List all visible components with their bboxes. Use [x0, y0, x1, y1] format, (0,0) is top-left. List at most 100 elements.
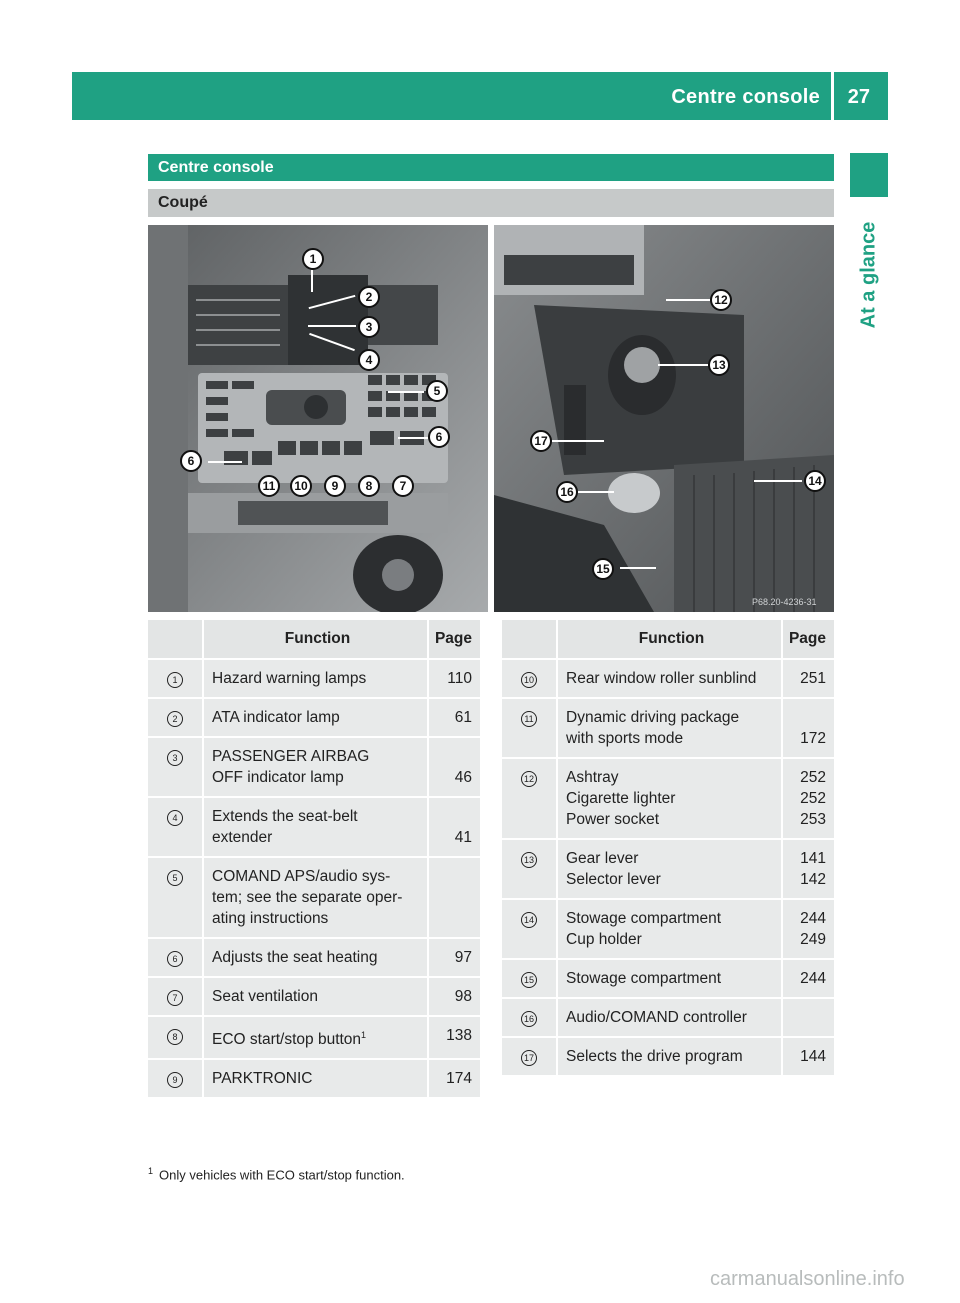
leader-line — [552, 440, 604, 442]
item-number: 5 — [148, 856, 204, 937]
table-header-row: Function Page — [502, 620, 834, 658]
item-number-badge: 16 — [521, 1011, 537, 1027]
dashboard-photo: 1 2 3 4 5 6 6 7 8 9 10 11 — [148, 225, 488, 612]
callout-marker: 3 — [358, 316, 380, 338]
item-number-badge: 8 — [167, 1029, 183, 1045]
item-function: Selects the drive program — [558, 1036, 782, 1075]
page-ref — [430, 806, 472, 827]
page-ref: 174 — [446, 1070, 472, 1088]
item-function: PASSENGER AIRBAG OFF indicator lamp — [204, 736, 428, 796]
item-number-badge: 9 — [167, 1072, 183, 1089]
header-divider — [831, 72, 834, 120]
callout-marker: 2 — [358, 286, 380, 308]
item-number: 4 — [148, 796, 204, 856]
item-number: 9 — [148, 1058, 204, 1098]
function-text-content: PARKTRONIC — [212, 1070, 313, 1088]
page-ref — [784, 707, 826, 728]
function-text: extender — [212, 827, 423, 848]
page-ref: 253 — [800, 811, 826, 828]
callout-marker: 5 — [426, 380, 448, 402]
function-text: Cup holder — [566, 929, 777, 950]
page-ref: 41 — [454, 829, 472, 846]
side-tab-label: At a glance — [857, 221, 880, 329]
callout-marker: 16 — [556, 481, 578, 503]
item-number: 1 — [148, 658, 204, 697]
item-function: Seat ventilation — [204, 976, 428, 1015]
watermark: carmanualsonline.info — [710, 1268, 905, 1290]
leader-line — [308, 325, 356, 327]
function-text: COMAND APS/audio sys- — [212, 866, 423, 887]
item-function: Hazard warning lamps — [204, 658, 428, 697]
item-page — [781, 997, 834, 1036]
item-page: 144 — [781, 1036, 834, 1075]
item-number: 13 — [502, 838, 558, 898]
item-function: Adjusts the seat heating — [204, 937, 428, 976]
item-page: 251 — [781, 658, 834, 697]
function-text-content: ating instructions — [212, 910, 329, 927]
callout-marker: 15 — [592, 558, 614, 580]
leader-line — [620, 567, 656, 569]
callout-marker: 4 — [358, 349, 380, 371]
dashboard-photo-illustration — [148, 225, 488, 612]
item-page: 41 — [427, 796, 480, 856]
function-text-content: Power socket — [566, 811, 660, 828]
page-header: Centre console 27 — [72, 72, 888, 120]
page-ref: 97 — [454, 949, 472, 966]
function-text: Adjusts the seat heating — [212, 947, 423, 968]
item-number: 3 — [148, 736, 204, 796]
header-page: Page — [781, 620, 834, 658]
section-title: Centre console — [148, 154, 834, 181]
item-page: 46 — [427, 736, 480, 796]
page-ref: 244 — [800, 970, 826, 987]
function-text: PASSENGER AIRBAG — [212, 746, 423, 767]
function-text: Gear lever — [566, 848, 777, 869]
page-ref: 138 — [446, 1027, 472, 1044]
function-text-content: Audio/COMAND controller — [566, 1009, 747, 1026]
function-text-content: PASSENGER AIRBAG — [212, 748, 370, 765]
page-ref: 144 — [800, 1048, 826, 1065]
item-page: 174 — [427, 1058, 480, 1098]
table-header-row: Function Page — [148, 620, 480, 658]
item-number: 12 — [502, 757, 558, 838]
item-number: 7 — [148, 976, 204, 1015]
callout-marker: 9 — [324, 475, 346, 497]
page-ref: 98 — [454, 988, 472, 1005]
function-text: ATA indicator lamp — [212, 707, 423, 728]
item-number-badge: 12 — [521, 771, 537, 787]
item-page: 138 — [427, 1015, 480, 1059]
callout-marker: 12 — [710, 289, 732, 311]
gear-console-photo: P68.20-4236-31 12 13 14 15 16 17 — [494, 225, 834, 612]
item-number-badge: 6 — [167, 951, 183, 967]
item-number-badge: 7 — [167, 990, 183, 1006]
item-page: 244 — [781, 958, 834, 997]
leader-line — [398, 437, 428, 439]
function-text: Power socket — [566, 809, 777, 830]
function-text-content: OFF indicator lamp — [212, 769, 344, 786]
callout-marker: 6 — [428, 426, 450, 448]
table-row: 6 Adjusts the seat heating 97 — [148, 937, 480, 976]
function-text: Extends the seat-belt — [212, 806, 423, 827]
function-text-content: Stowage compartment — [566, 970, 722, 987]
function-text: Audio/COMAND controller — [566, 1007, 777, 1028]
function-text-content: with sports mode — [566, 730, 684, 747]
function-text: Rear window roller sunblind — [566, 668, 777, 689]
item-function: ECO start/stop button1 — [204, 1015, 428, 1059]
item-number: 14 — [502, 898, 558, 958]
function-text-content: Dynamic driving package — [566, 709, 740, 726]
leader-line — [578, 491, 614, 493]
header-title: Centre console — [671, 86, 820, 108]
page-ref: 251 — [800, 670, 826, 687]
item-number: 2 — [148, 697, 204, 736]
page-ref: 61 — [454, 709, 472, 726]
leader-line — [754, 480, 802, 482]
page-ref: 141 — [800, 850, 826, 867]
item-number: 8 — [148, 1015, 204, 1059]
